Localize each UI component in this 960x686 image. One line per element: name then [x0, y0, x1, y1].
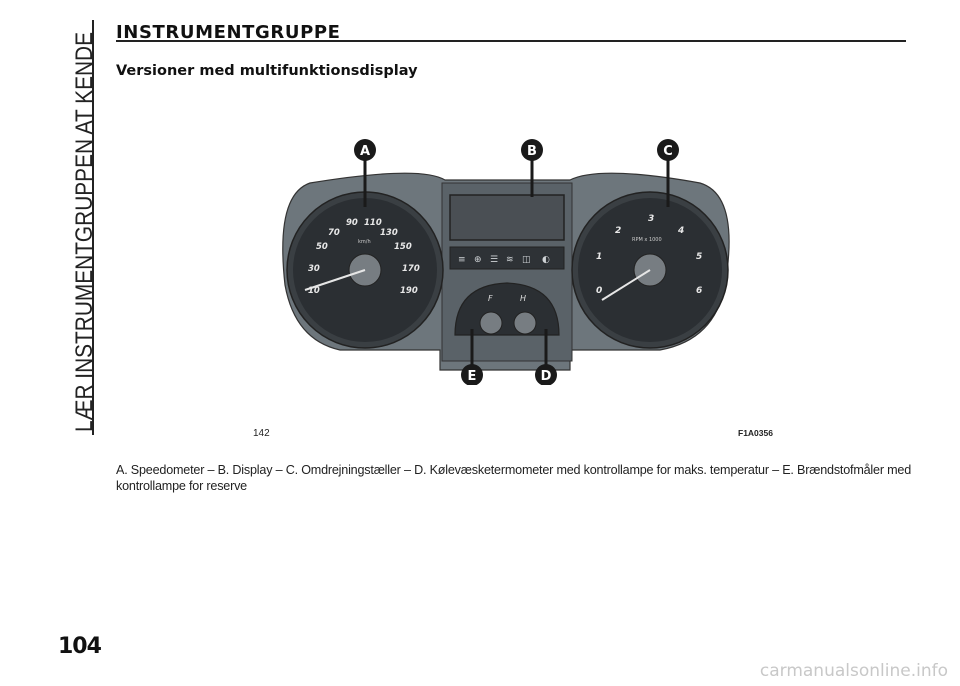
tacho-tick: 0: [596, 286, 602, 296]
tacho-tick: 3: [648, 214, 654, 224]
tacho-unit: RPM x 1000: [632, 237, 662, 243]
page-number: 104: [58, 634, 102, 659]
figure-code: F1A0356: [738, 428, 773, 438]
watermark: carmanualsonline.info: [759, 661, 948, 681]
svg-text:☰: ☰: [490, 255, 498, 265]
temp-label-h: H: [520, 294, 526, 303]
callout-e: [461, 364, 483, 386]
tacho-tick: 6: [696, 286, 702, 296]
tacho-tick: 5: [696, 252, 702, 262]
svg-text:≋: ≋: [506, 255, 514, 265]
callout-a: [354, 139, 376, 161]
callout-c: [657, 139, 679, 161]
side-section-title: LÆR INSTRUMENTGRUPPEN AT KENDE: [62, 28, 102, 436]
page-heading: INSTRUMENTGRUPPE: [116, 22, 341, 43]
callout-c-label: C: [663, 144, 673, 159]
warning-lamp-strip: [449, 246, 565, 270]
callout-b: [521, 139, 543, 161]
callout-d: [535, 364, 557, 386]
side-rule: [92, 20, 94, 435]
tacho-tick: 4: [677, 226, 684, 236]
callout-d-label: D: [541, 369, 552, 384]
callout-e-label: E: [468, 369, 477, 384]
speedometer-needle: [304, 269, 366, 291]
multifunction-display: [449, 194, 565, 241]
speedo-tick: 170: [402, 264, 420, 274]
speedo-tick: 90: [346, 218, 358, 228]
speedo-tick: 110: [364, 218, 382, 228]
tacho-tick: 2: [615, 226, 621, 236]
tachometer-needle: [601, 269, 651, 301]
svg-text:⊕: ⊕: [474, 255, 482, 265]
speedo-tick: 150: [394, 242, 412, 252]
svg-text:◫: ◫: [522, 255, 531, 265]
tacho-tick: 1: [596, 252, 602, 262]
instrument-cluster-figure: ≡⊕☰≋◫◐ F H 10 30 50 70 90 110 130 150 17…: [270, 135, 740, 386]
speedo-tick: 50: [316, 242, 328, 252]
speedo-tick: 30: [308, 264, 320, 274]
callout-a-label: A: [360, 144, 370, 159]
speedo-tick: 10: [308, 286, 320, 296]
side-section-title-text: LÆR INSTRUMENTGRUPPEN AT KENDE: [71, 32, 98, 432]
svg-text:◐: ◐: [542, 255, 550, 265]
callout-b-label: B: [527, 144, 537, 159]
speedo-tick: 70: [328, 228, 340, 238]
fuel-label-f: F: [488, 294, 493, 303]
speedo-unit: km/h: [358, 239, 371, 245]
heading-rule: [116, 40, 906, 42]
figure-id: 142: [253, 428, 270, 439]
speedo-tick: 130: [380, 228, 398, 238]
svg-text:≡: ≡: [458, 255, 466, 265]
figure-caption: A. Speedometer – B. Display – C. Omdrejn…: [116, 463, 912, 493]
speedo-tick: 190: [400, 286, 418, 296]
page-subheading: Versioner med multifunktionsdisplay: [116, 63, 418, 79]
